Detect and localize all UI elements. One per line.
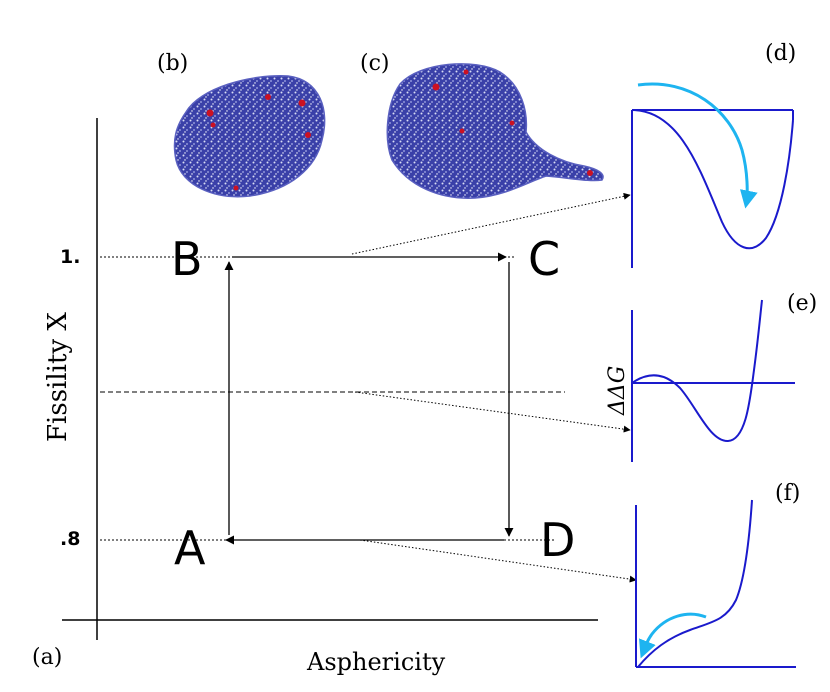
inset-f-energy-curve	[637, 499, 753, 668]
pointer-to-inset-e	[354, 391, 631, 433]
inset-f: (f)	[635, 481, 800, 668]
droplet-image-c	[386, 63, 604, 199]
pointer-to-inset-d	[351, 192, 631, 255]
inset-d-downhill-arrow	[637, 82, 758, 209]
y-axis-label: Fissility X	[43, 312, 73, 442]
pointer-to-inset-f	[359, 539, 637, 583]
point-label-b: B	[171, 232, 203, 286]
point-label-d: D	[540, 513, 575, 567]
tick-label-top: 1.	[60, 246, 80, 268]
inset-e: ΔΔG (e)	[605, 291, 817, 462]
inset-e-energy-curve	[631, 299, 763, 443]
panel-label-f: (f)	[775, 481, 800, 506]
panel-label-a: (a)	[32, 645, 62, 670]
free-energy-label: ΔΔG	[605, 366, 630, 416]
point-label-a: A	[174, 521, 206, 575]
panel-label-e: (e)	[787, 291, 817, 316]
panel-label-c: (c)	[360, 51, 390, 76]
point-label-c: C	[528, 232, 560, 286]
tick-label-bottom: .8	[60, 528, 80, 550]
main-plot: 1. .8 Fissility X Asphericity B C A D (a…	[32, 118, 637, 676]
inset-f-downhill-arrow	[638, 612, 707, 659]
panel-label-d: (d)	[765, 41, 796, 66]
inset-d-energy-curve	[631, 109, 794, 250]
x-axis-label: Asphericity	[306, 648, 446, 676]
droplet-image-b	[173, 75, 326, 198]
inset-d: (d)	[631, 41, 796, 268]
panel-label-b: (b)	[157, 51, 188, 76]
